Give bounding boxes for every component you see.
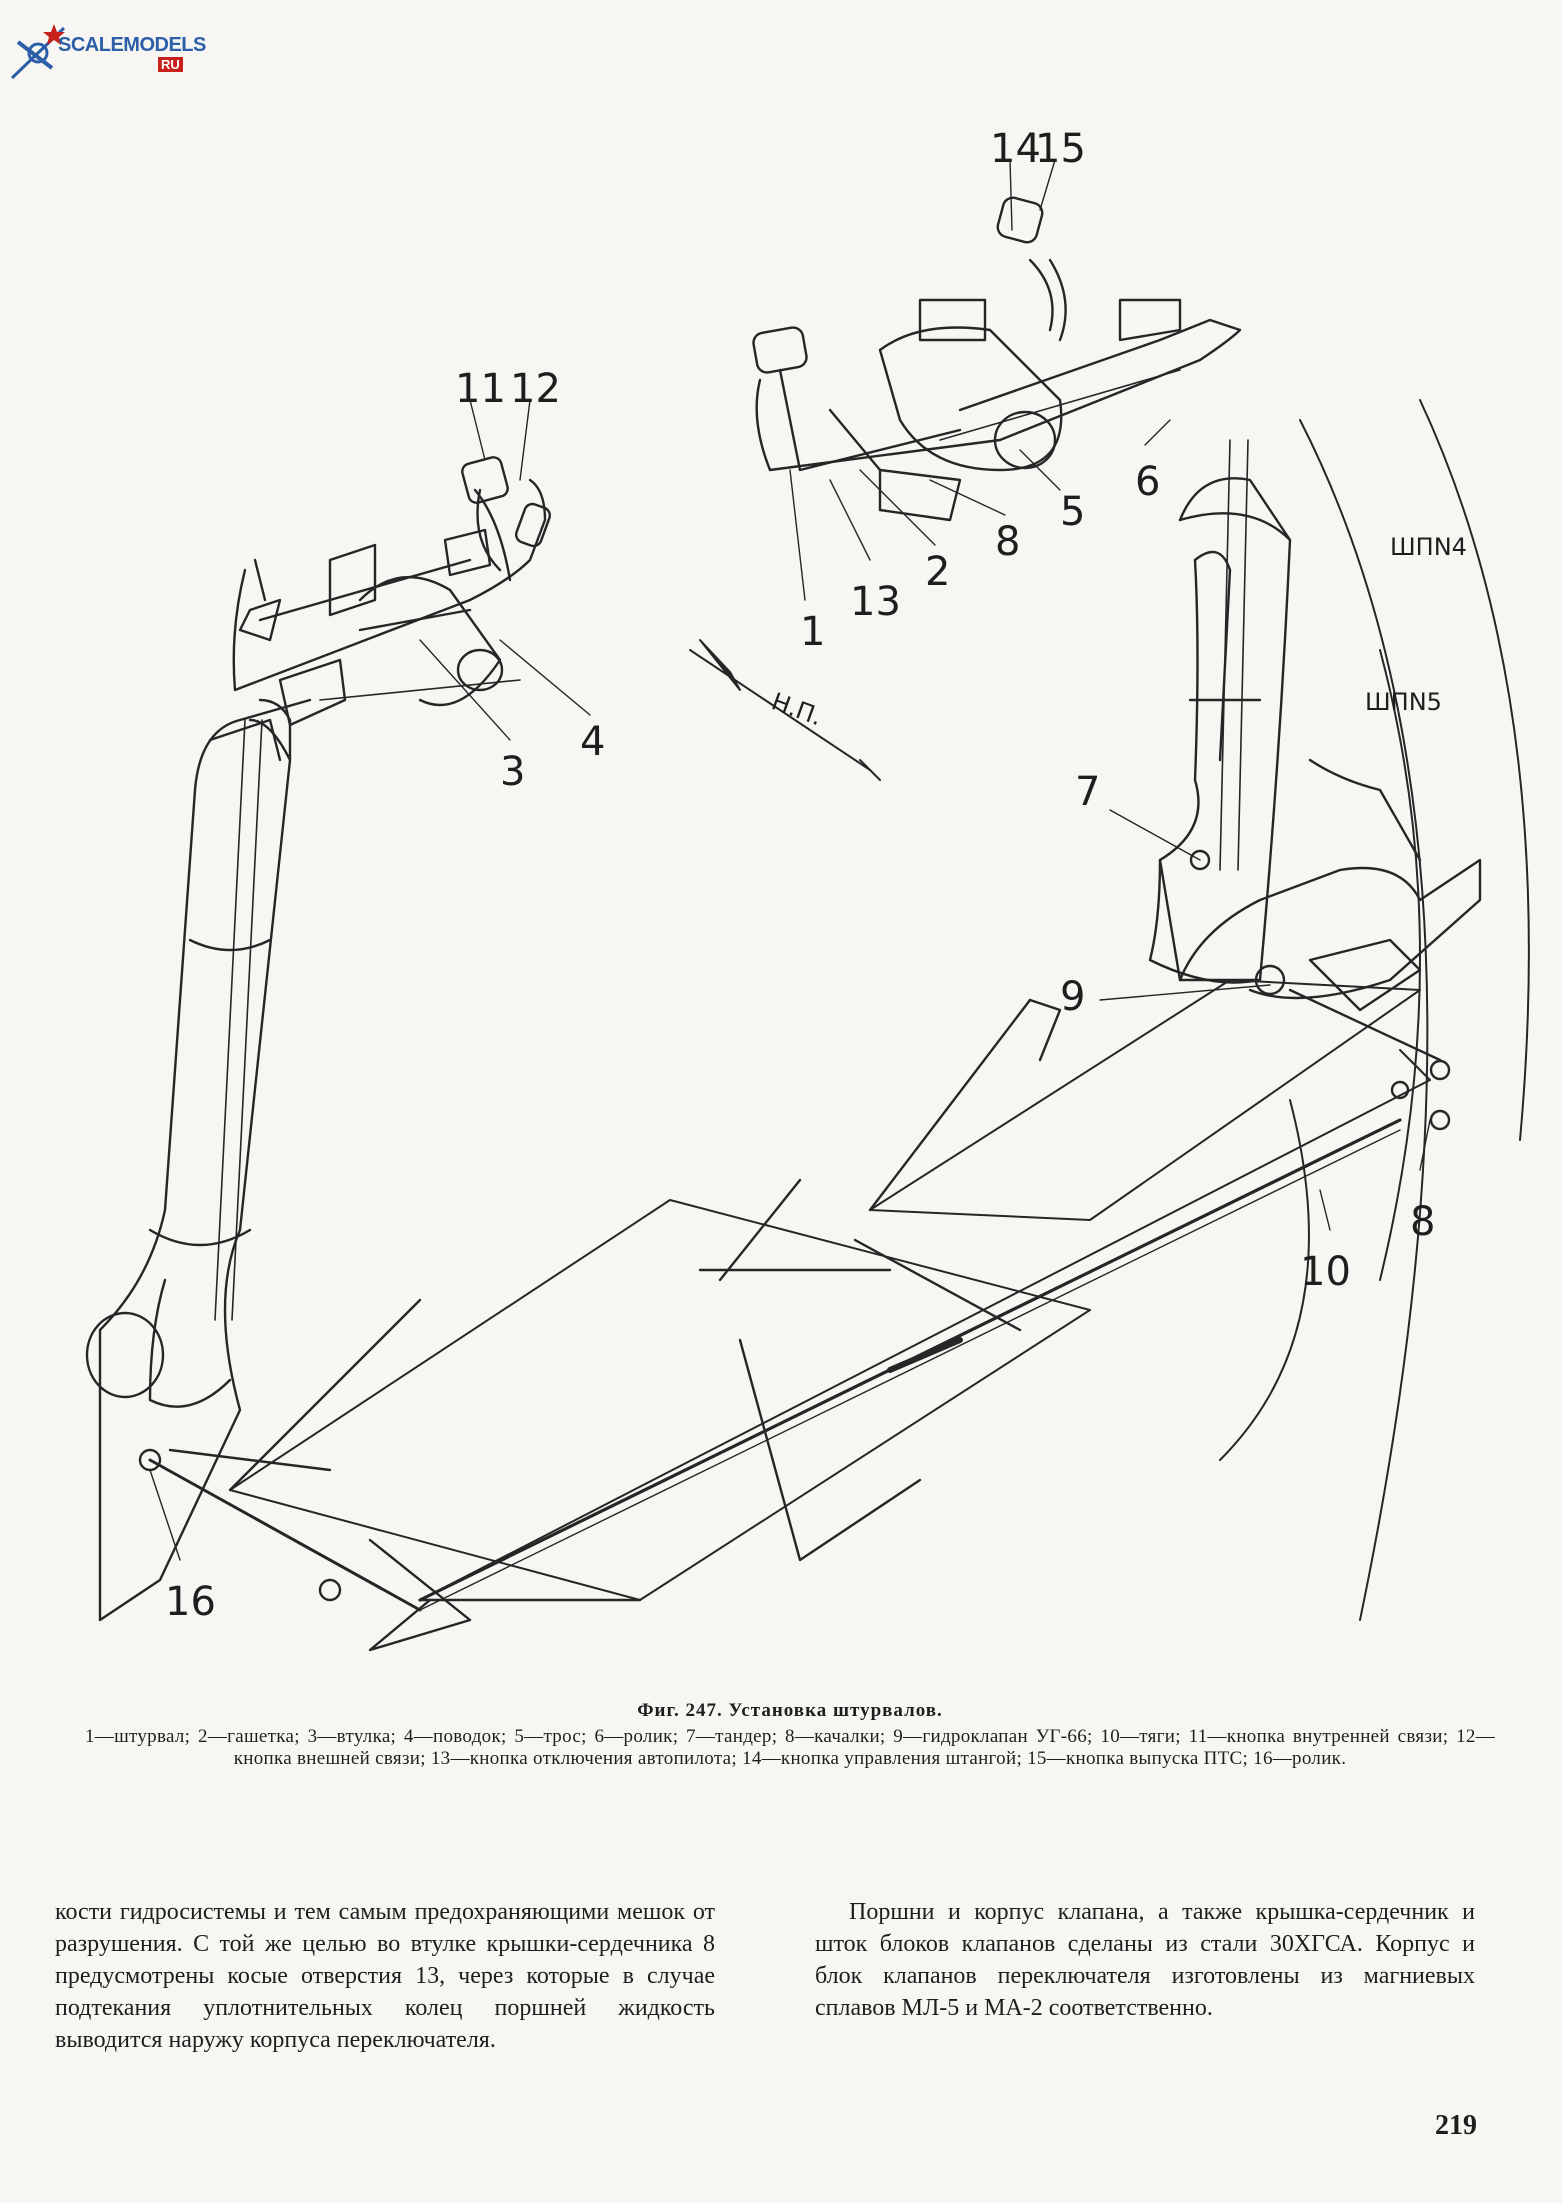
right-yoke (752, 196, 1242, 522)
leader-lines (149, 159, 1431, 1561)
body-left-column: кости гидросистемы и тем самым предохран… (55, 1899, 715, 2053)
callout-12: 12 (510, 366, 561, 412)
figure-caption: Фиг. 247. Установка штурвалов. 1—штурвал… (85, 1700, 1495, 1770)
rockers (138, 849, 1451, 1602)
callout-5: 5 (1060, 489, 1085, 535)
left-control-column (85, 698, 312, 1622)
callout-8-right: 8 (1410, 1199, 1435, 1245)
callout-2: 2 (925, 549, 950, 595)
caption-title: Фиг. 247. Установка штурвалов. (637, 1700, 943, 1721)
callout-1: 1 (800, 609, 825, 655)
right-control-column (1148, 439, 1482, 1000)
direction-arrow (689, 639, 881, 781)
floor-structure (168, 979, 1421, 1652)
frame-label-5: ШПN5 (1365, 688, 1442, 716)
frame-label-4: ШПN4 (1390, 533, 1467, 561)
callout-13: 13 (850, 579, 901, 625)
callout-15: 15 (1035, 126, 1086, 172)
aircraft-logo-icon (10, 24, 66, 80)
direction-label: Н.П. (768, 687, 826, 731)
callout-11: 11 (455, 366, 506, 412)
callout-16: 16 (165, 1579, 216, 1625)
callout-4: 4 (580, 719, 605, 765)
logo-suffix: RU (158, 57, 183, 72)
callout-3: 3 (500, 749, 525, 795)
body-right-column: Поршни и корпус клапана, а также крышка-… (815, 1899, 1475, 2021)
left-yoke (232, 456, 552, 727)
callout-labels: 14 15 11 12 1 13 2 8 5 6 3 4 7 9 8 10 16… (165, 126, 1467, 1625)
frame-lines (1219, 399, 1530, 1621)
callout-7: 7 (1075, 769, 1100, 815)
callout-6: 6 (1135, 459, 1160, 505)
caption-legend: 1—штурвал; 2—гашетка; 3—втулка; 4—поводо… (85, 1726, 1495, 1769)
site-logo: SCALEMODELS RU (8, 22, 206, 84)
callout-10: 10 (1300, 1249, 1351, 1295)
page-number: 219 (1435, 2110, 1477, 2141)
callout-14: 14 (990, 126, 1041, 172)
control-column-drawing: 14 15 11 12 1 13 2 8 5 6 3 4 7 9 8 10 16… (85, 126, 1530, 1652)
callout-8-top: 8 (995, 519, 1020, 565)
logo-text: SCALEMODELS (58, 34, 206, 56)
callout-9: 9 (1060, 974, 1085, 1020)
push-rods (148, 988, 1442, 1612)
